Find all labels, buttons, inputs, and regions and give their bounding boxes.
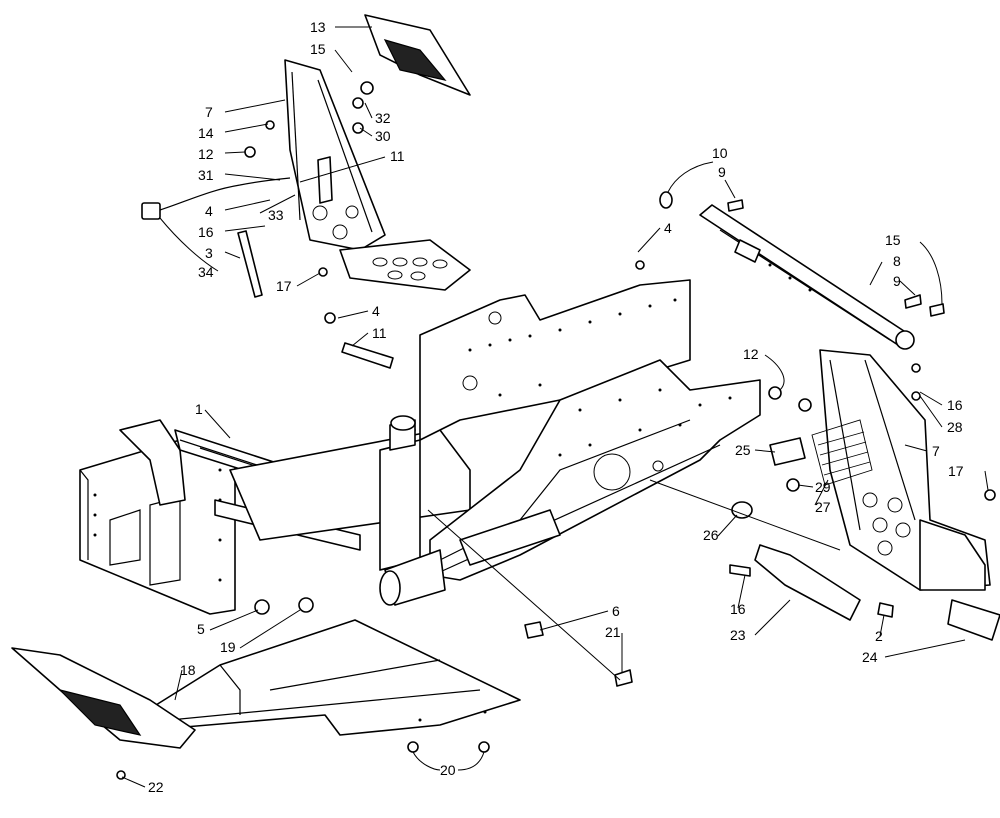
callout-26: 26 [703,527,719,543]
callout-5: 5 [197,621,205,637]
steering-arm [659,191,945,350]
callout-16: 16 [947,397,963,413]
callout-4: 4 [205,203,213,219]
callout-13: 13 [310,19,326,35]
callout-24: 24 [862,649,878,665]
callout-labels: 13 15 7 14 12 31 4 16 3 34 32 30 11 33 1… [148,19,964,795]
callout-4: 4 [664,220,672,236]
chassis-frame [79,279,761,615]
callout-7: 7 [205,104,213,120]
callout-11: 11 [390,148,405,164]
callout-18: 18 [180,662,196,678]
callout-7: 7 [932,443,940,459]
callout-21: 21 [605,624,621,640]
callout-16: 16 [730,601,746,617]
callout-15: 15 [310,41,326,57]
callout-17: 17 [276,278,292,294]
callout-12: 12 [743,346,759,362]
callout-29: 29 [815,479,831,495]
callout-34: 34 [198,264,214,280]
callout-3: 3 [205,245,213,261]
callout-2: 2 [875,628,883,644]
belly-pan [11,619,521,749]
callout-14: 14 [198,125,214,141]
leader-lines [121,26,989,788]
callout-22: 22 [148,779,164,795]
callout-9: 9 [893,273,901,289]
callout-8: 8 [893,253,901,269]
callout-12: 12 [198,146,214,162]
callout-25: 25 [735,442,751,458]
callout-9: 9 [718,164,726,180]
callout-1: 1 [195,401,203,417]
steering-support-left [141,14,471,369]
callout-28: 28 [947,419,963,435]
callout-6: 6 [612,603,620,619]
callout-27: 27 [815,499,831,515]
callout-30: 30 [375,128,391,144]
callout-19: 19 [220,639,236,655]
callout-16: 16 [198,224,214,240]
callout-17: 17 [948,463,964,479]
callout-4: 4 [372,303,380,319]
callout-33: 33 [268,207,284,223]
hardware [116,260,996,780]
callout-31: 31 [198,167,214,183]
callout-15: 15 [885,232,901,248]
steering-support-right [731,349,1000,641]
callout-23: 23 [730,627,746,643]
callout-11: 11 [372,325,387,341]
callout-10: 10 [712,145,728,161]
callout-32: 32 [375,110,391,126]
callout-20: 20 [440,762,456,778]
